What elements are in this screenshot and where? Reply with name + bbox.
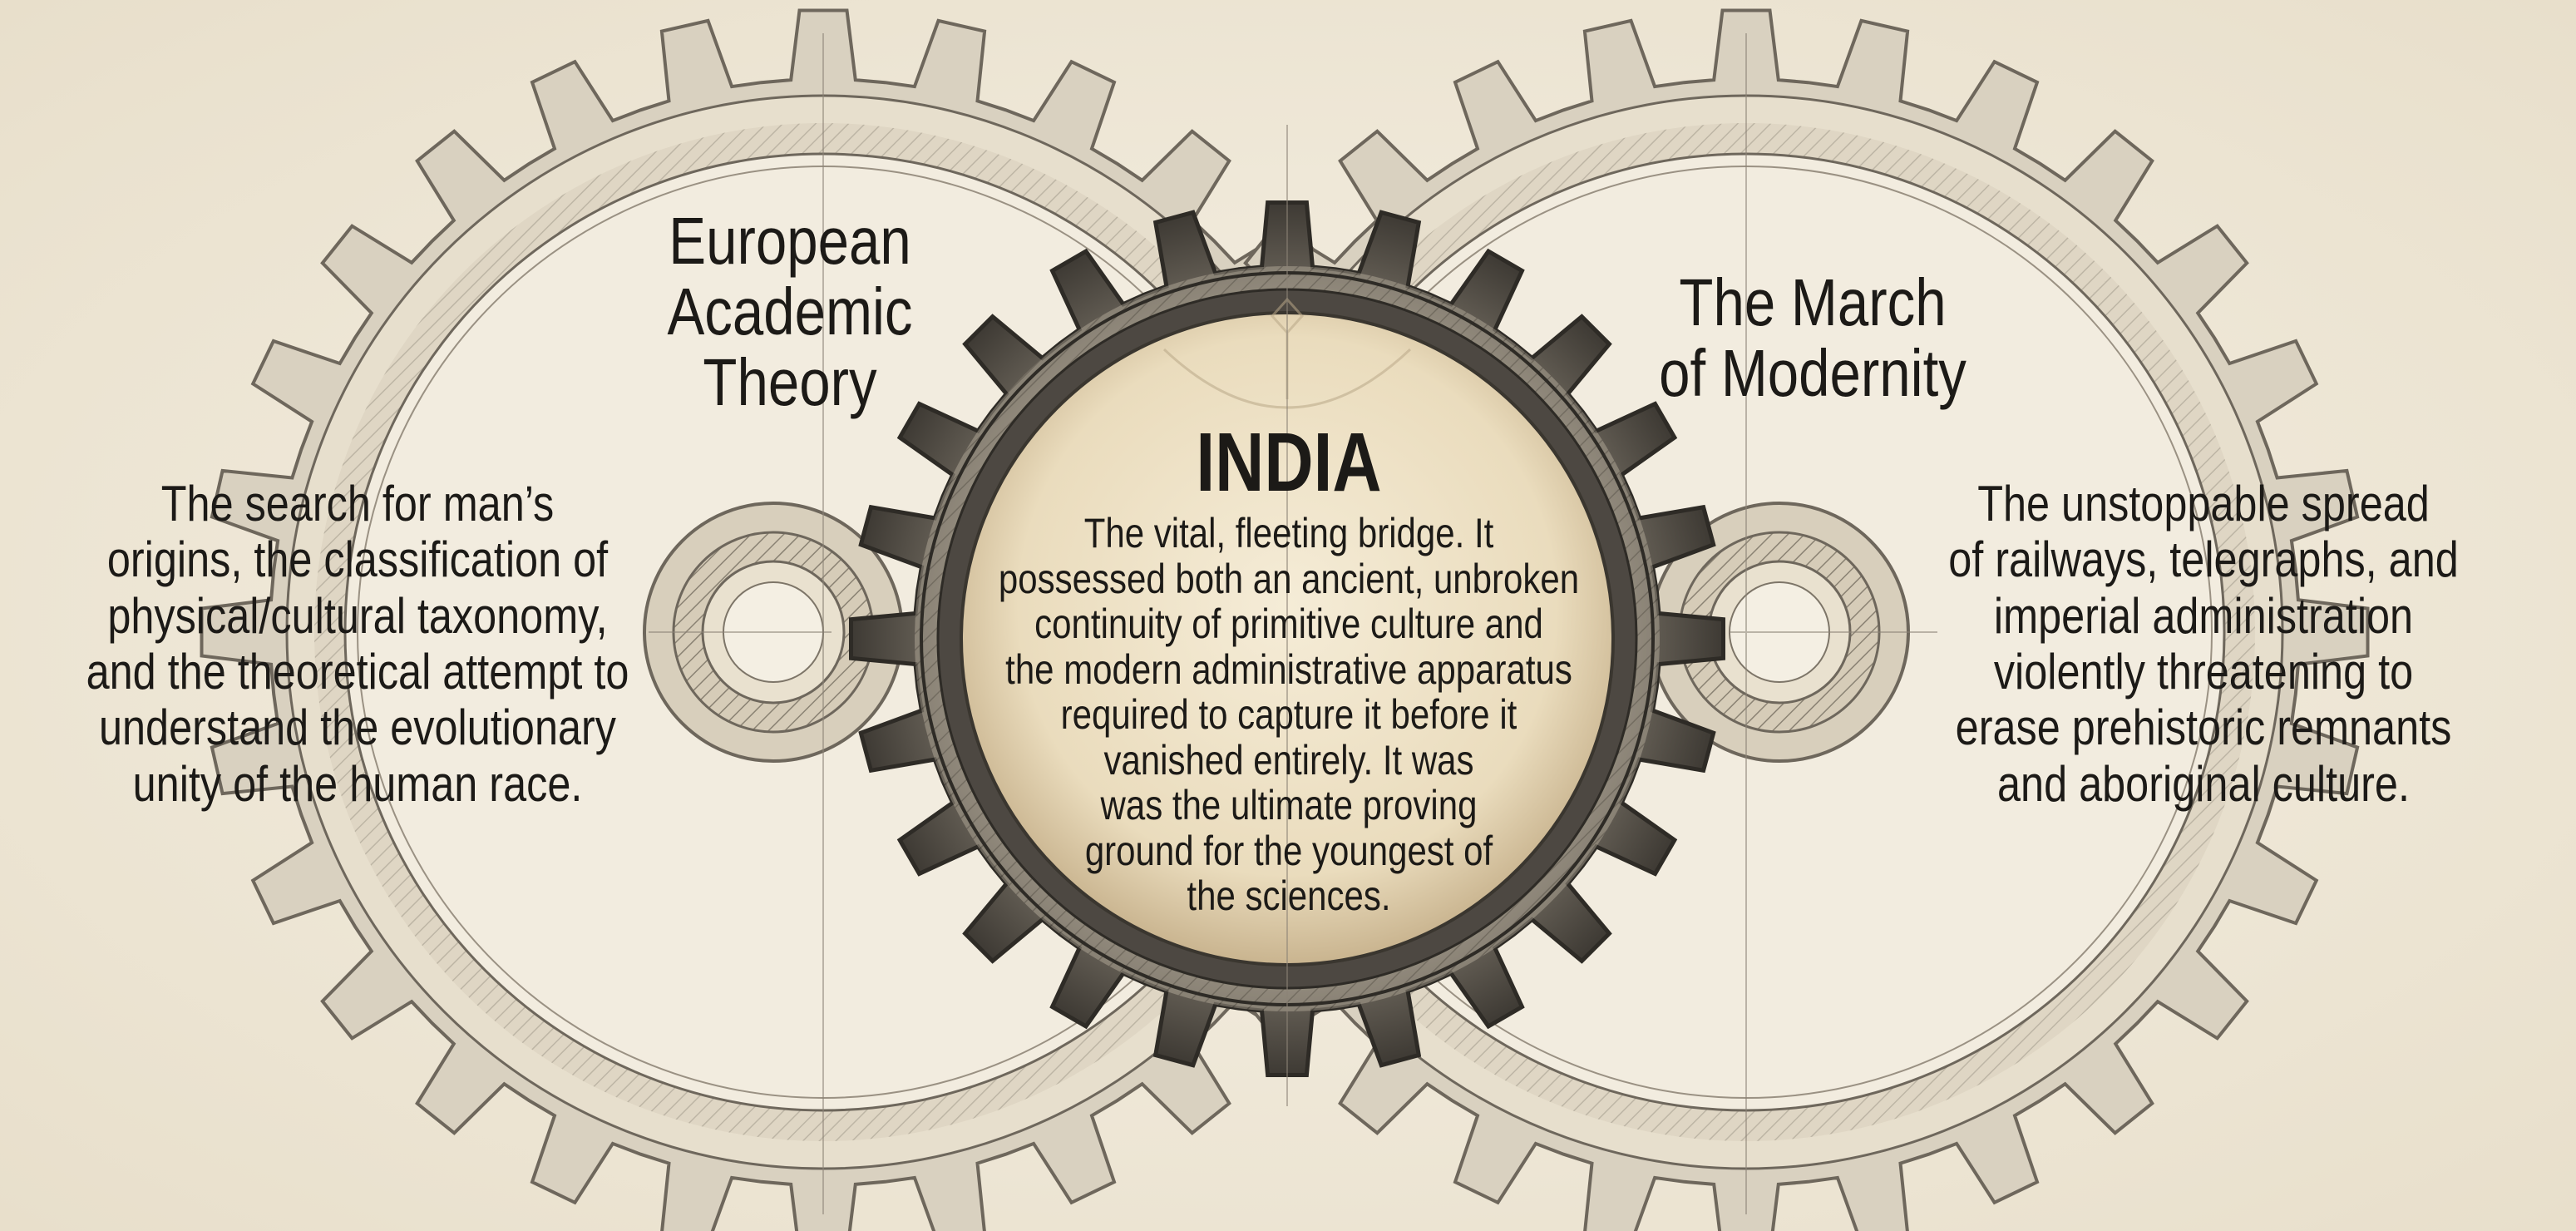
right-gear-description-line: The unstoppable spread <box>1977 476 2430 531</box>
left-gear-title-line: European <box>669 204 911 278</box>
right-hub-gear <box>1649 502 1910 763</box>
left-gear-title-line: Academic <box>667 274 913 349</box>
right-gear-description-line: imperial administration <box>1993 587 2414 644</box>
left-gear-title: European Academic Theory <box>545 204 1034 419</box>
center-gear-description-line: the sciences. <box>1187 873 1391 919</box>
right-gear-title: The March of Modernity <box>1540 265 2085 410</box>
center-gear-description-line: possessed both an ancient, unbroken <box>998 555 1580 602</box>
left-gear-description-line: understand the evolutionary <box>98 700 617 756</box>
right-gear-description-line: of railways, telegraphs, and <box>1948 531 2459 588</box>
center-gear-description-line: vanished entirely. It was <box>1103 736 1474 784</box>
right-gear-description-line: and aboriginal culture. <box>1997 755 2410 812</box>
center-gear-description-line: required to capture it before it <box>1060 691 1517 738</box>
center-gear-title: INDIA <box>1196 416 1382 509</box>
left-gear-description-line: and the theoretical attempt to <box>86 643 629 700</box>
right-gear-description-line: erase prehistoric remnants <box>1955 700 2452 756</box>
right-gear-title-line: The March <box>1679 265 1947 339</box>
center-gear-description-line: continuity of primitive culture and <box>1034 601 1543 647</box>
left-gear-description: The search for man’s origins, the classi… <box>57 476 658 812</box>
right-gear-description: The unstoppable spread of railways, tele… <box>1889 476 2518 812</box>
left-gear-description-line: The search for man’s <box>160 476 555 531</box>
center-gear-description-line: was the ultimate proving <box>1100 782 1478 828</box>
right-gear-title-line: of Modernity <box>1659 335 1967 410</box>
right-gear-description-line: violently threatening to <box>1993 643 2414 700</box>
left-gear-description-line: origins, the classification of <box>106 531 609 588</box>
center-gear-description-line: the modern administrative apparatus <box>1005 645 1572 693</box>
center-gear-description: The vital, fleeting bridge. It possessed… <box>933 511 1646 919</box>
center-gear-description-line: ground for the youngest of <box>1084 827 1493 874</box>
center-gear-diamond <box>1270 297 1305 335</box>
left-gear-title-line: Theory <box>703 344 877 419</box>
left-gear-description-line: physical/cultural taxonomy, <box>107 587 608 644</box>
left-gear-description-line: unity of the human race. <box>132 755 583 812</box>
center-gear-description-line: The vital, fleeting bridge. It <box>1083 510 1494 556</box>
